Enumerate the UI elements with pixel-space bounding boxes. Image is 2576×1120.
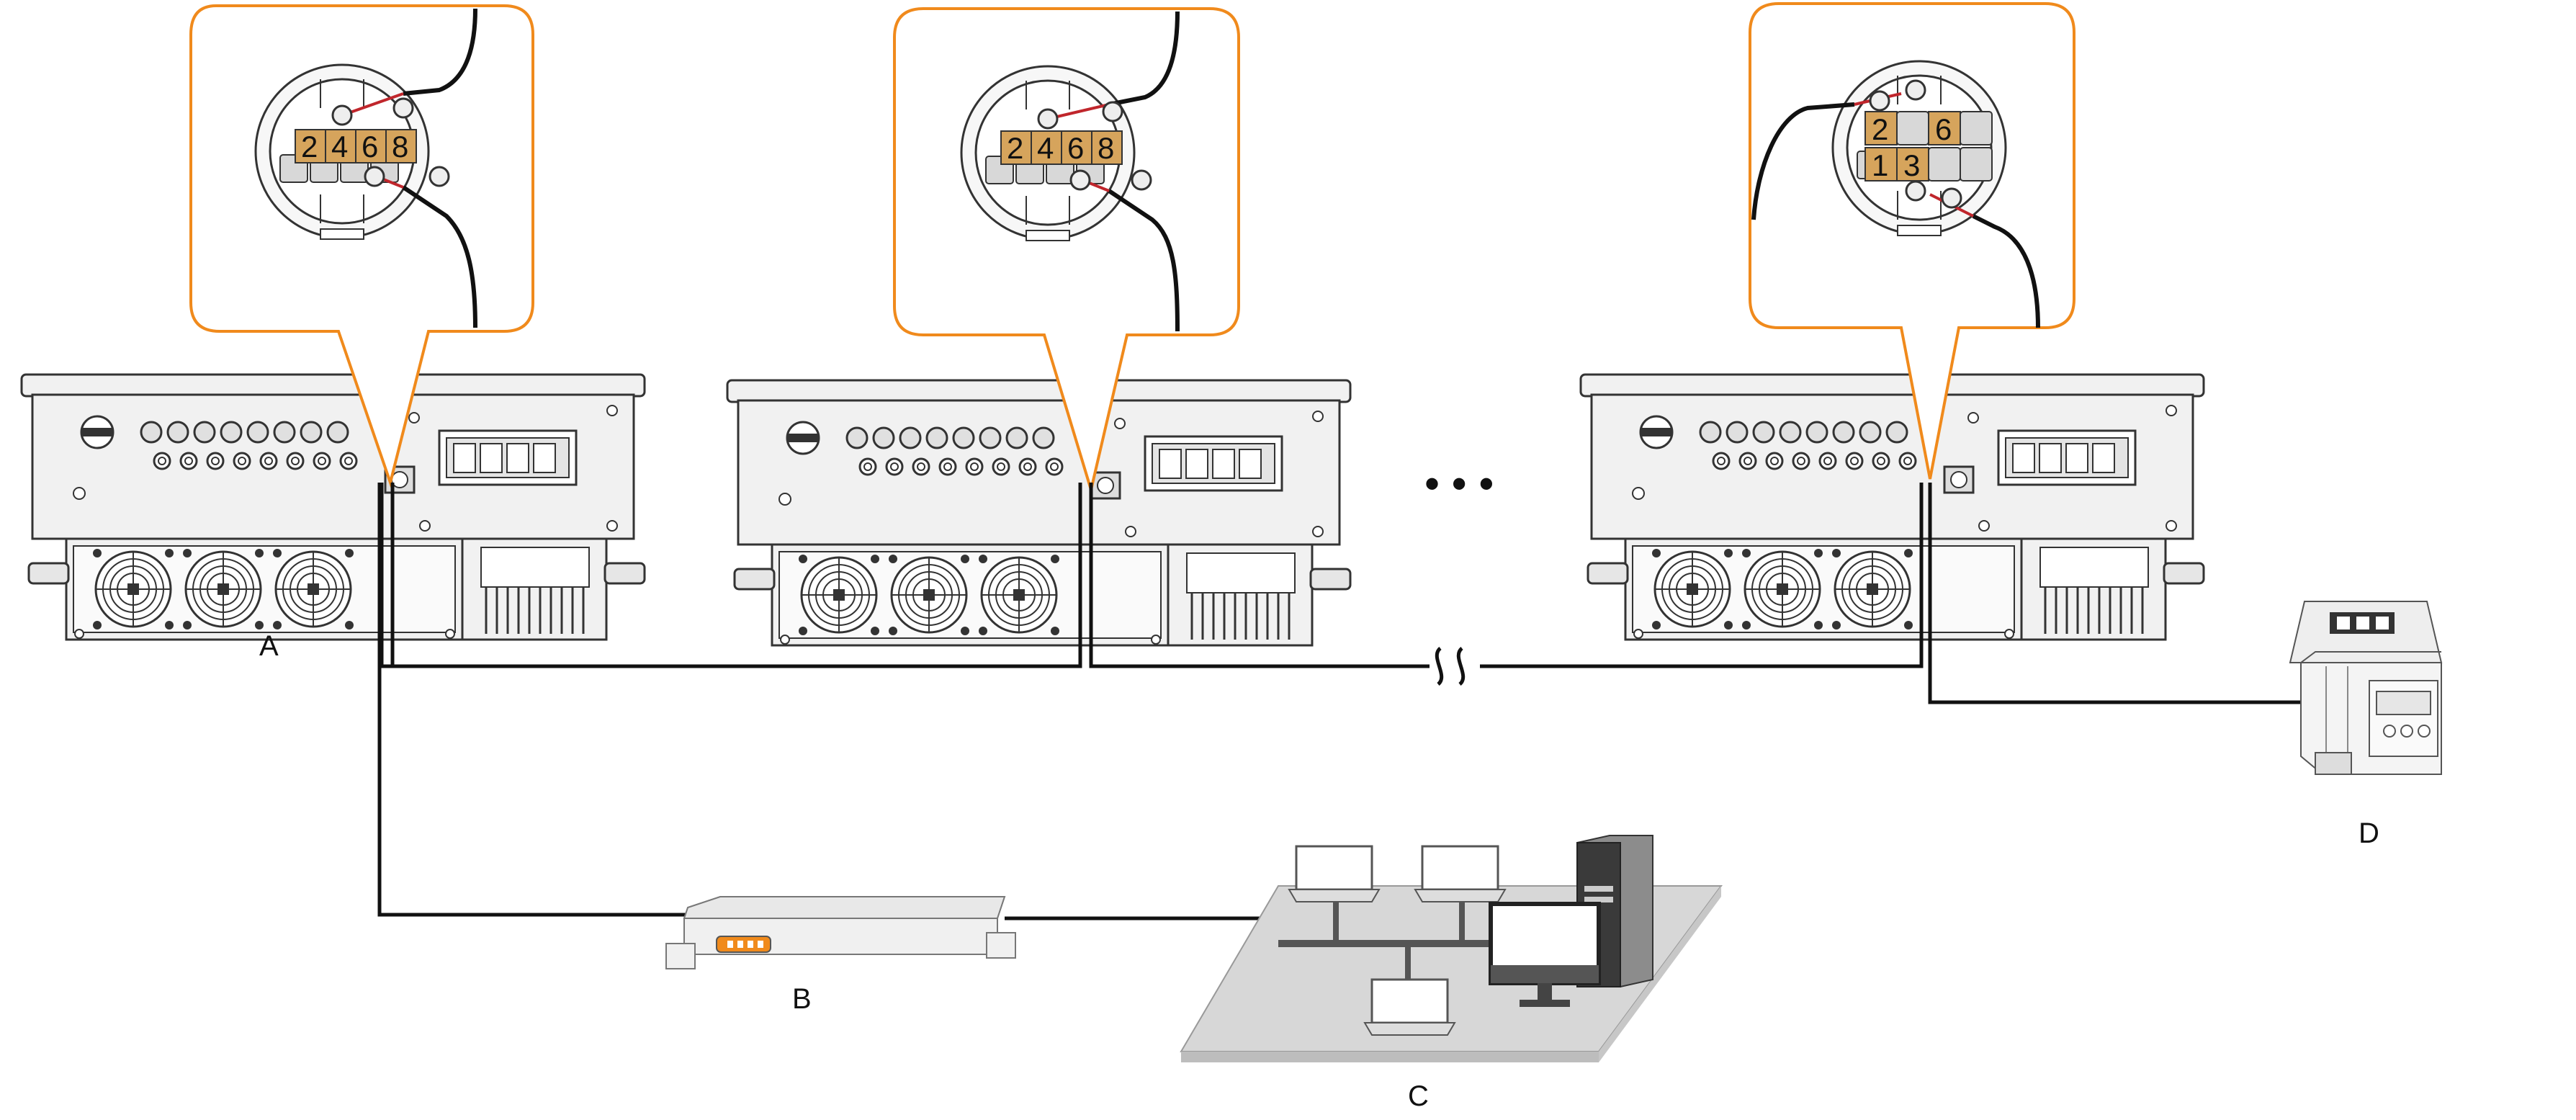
label-c: C <box>1408 1080 1429 1112</box>
pin-label: 4 <box>1037 131 1054 165</box>
connector-callout-1: 2 4 6 8 <box>189 4 534 488</box>
pin-label: 2 <box>1872 112 1888 146</box>
pin-label: 6 <box>1067 131 1084 165</box>
pin-label: 2 <box>1007 131 1023 165</box>
pin-label: 2 <box>301 130 318 163</box>
bus-wiring <box>377 483 2315 920</box>
inverter-2 <box>727 380 1350 645</box>
pin-label: 6 <box>1935 112 1952 146</box>
label-b: B <box>792 983 812 1015</box>
data-logger-b <box>665 896 1016 969</box>
pin-label: 4 <box>331 130 348 163</box>
pin-label: 8 <box>1098 131 1114 165</box>
connector-callout-3: 2 6 1 3 <box>1749 2 2075 480</box>
label-a: A <box>259 630 279 662</box>
power-meter-d <box>2289 601 2443 775</box>
inverter-3 <box>1581 375 2204 640</box>
monitoring-network-c <box>1180 835 1723 1062</box>
more-inverters-ellipsis: • • • <box>1424 460 1494 508</box>
pin-label: 3 <box>1903 148 1920 182</box>
connector-callout-2: 2 4 6 8 <box>893 7 1240 496</box>
pin-label: 8 <box>392 130 408 163</box>
inverter-a <box>22 375 645 640</box>
pin-label: 1 <box>1872 148 1888 182</box>
pin-label: 6 <box>362 130 378 163</box>
label-d: D <box>2359 817 2379 849</box>
